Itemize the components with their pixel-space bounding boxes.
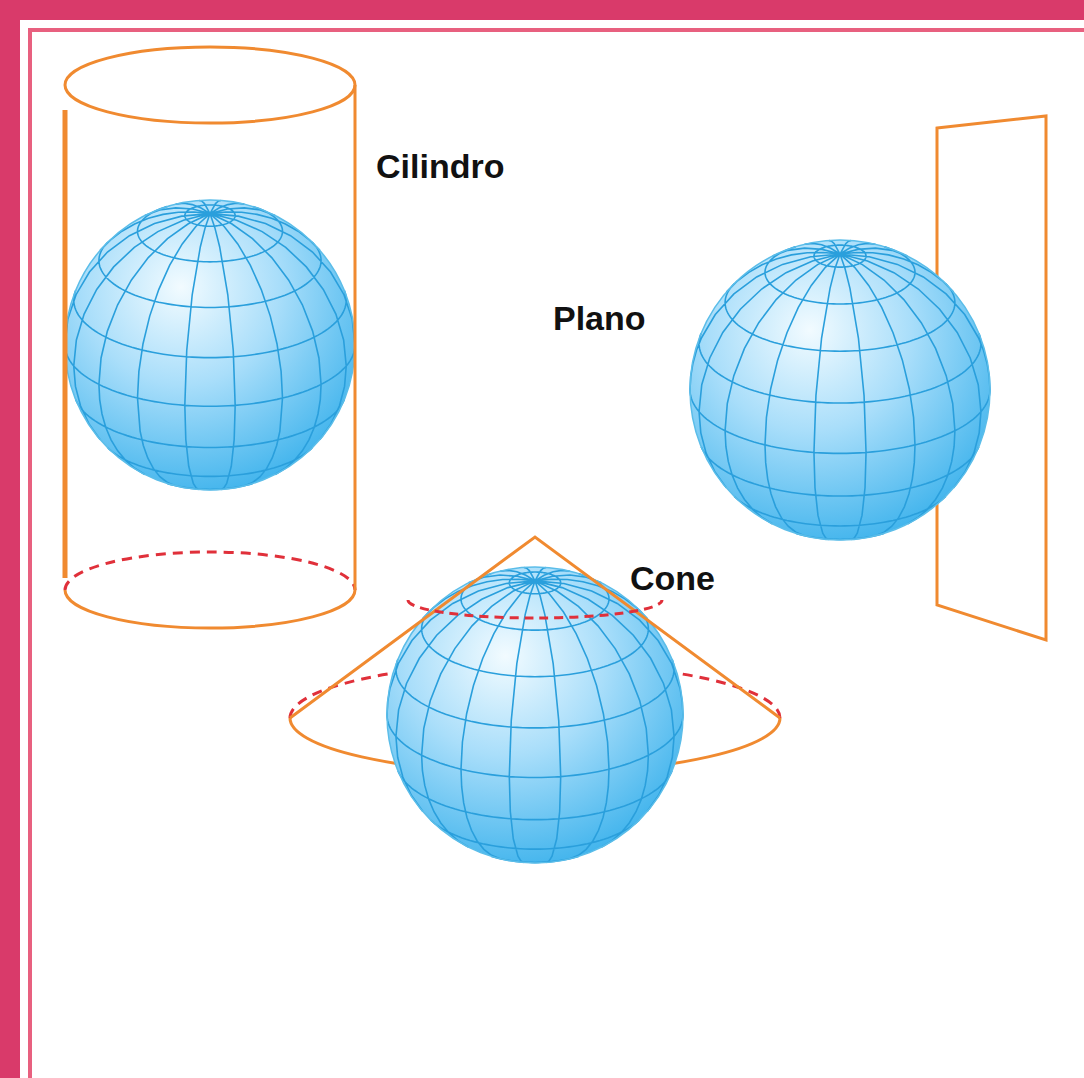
globe [65,200,355,490]
projection-label: Plano [553,300,646,337]
cone-surface [290,537,780,718]
cylinder-surface [65,47,355,628]
frame-border [30,30,1084,1078]
globe [690,240,990,540]
cylinder-surface [65,552,355,590]
projection-label: Cilindro [376,148,504,185]
frame-bar [0,0,20,1078]
frame-bar [0,0,1084,20]
globe [387,567,683,863]
projection-label: Cone [630,560,715,597]
